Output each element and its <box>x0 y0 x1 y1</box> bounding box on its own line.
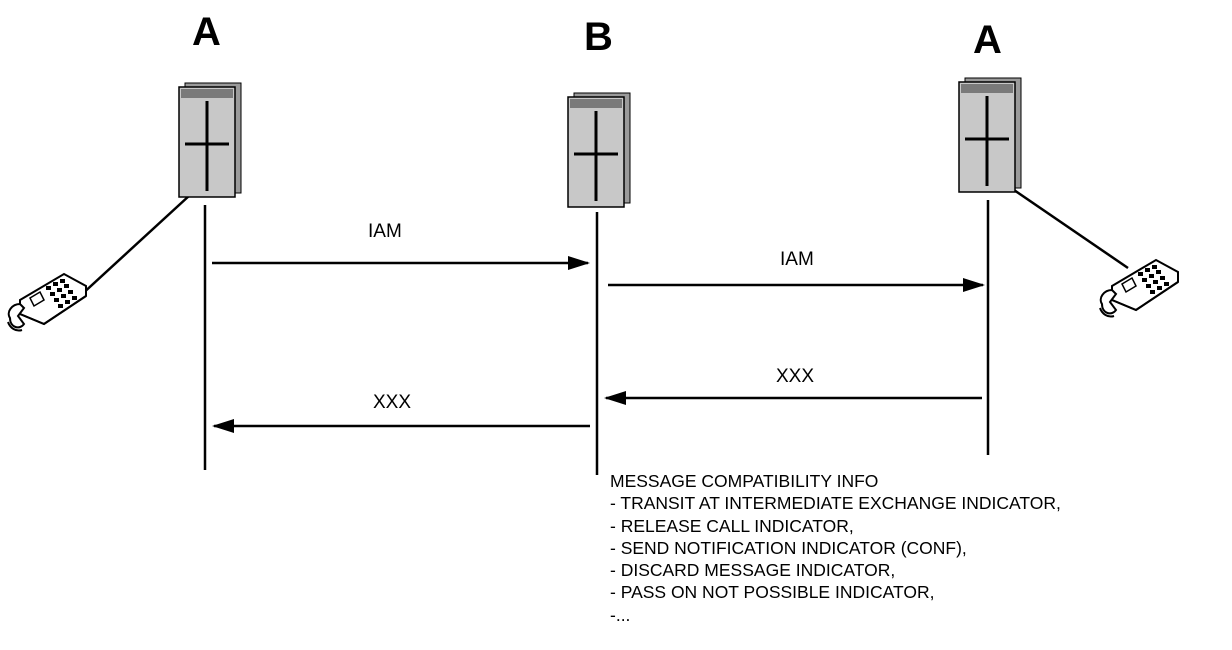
node-label-left: A <box>192 12 221 52</box>
compatibility-info-item: -... <box>610 604 1061 626</box>
compatibility-info-item: - TRANSIT AT INTERMEDIATE EXCHANGE INDIC… <box>610 492 1061 514</box>
compatibility-info: MESSAGE COMPATIBILITY INFO - TRANSIT AT … <box>610 470 1061 626</box>
message-label-iam-1: IAM <box>368 222 402 242</box>
right-phone-line <box>1014 190 1128 268</box>
telephone-right-icon <box>1100 260 1178 317</box>
exchange-right-icon <box>959 78 1021 192</box>
compatibility-info-item: - PASS ON NOT POSSIBLE INDICATOR, <box>610 581 1061 603</box>
message-label-iam-2: IAM <box>780 250 814 270</box>
compatibility-info-title: MESSAGE COMPATIBILITY INFO <box>610 470 1061 492</box>
compatibility-info-item: - RELEASE CALL INDICATOR, <box>610 515 1061 537</box>
message-label-xxx-2: XXX <box>373 393 411 413</box>
exchange-middle-icon <box>568 93 630 207</box>
node-label-middle: B <box>584 17 613 57</box>
message-label-xxx-1: XXX <box>776 367 814 387</box>
exchange-left-icon <box>179 83 241 197</box>
compatibility-info-item: - DISCARD MESSAGE INDICATOR, <box>610 559 1061 581</box>
compatibility-info-item: - SEND NOTIFICATION INDICATOR (CONF), <box>610 537 1061 559</box>
telephone-left-icon <box>8 274 86 331</box>
left-phone-line <box>80 195 190 296</box>
node-label-right: A <box>973 20 1002 60</box>
